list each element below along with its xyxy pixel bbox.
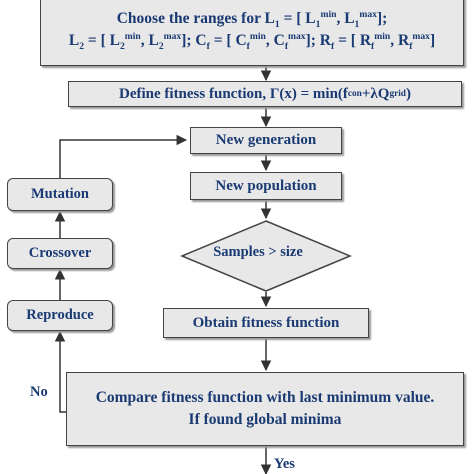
- no-label: No: [30, 384, 48, 400]
- samples-check-label: Samples > size: [213, 244, 303, 260]
- crossover-box: Crossover: [7, 238, 113, 269]
- arrow-compare-no: [54, 330, 66, 413]
- samples-check-diamond: [180, 220, 352, 292]
- yes-label: Yes: [274, 456, 295, 472]
- mutation-box: Mutation: [7, 178, 113, 211]
- compare-line-2: If found global minima: [188, 411, 342, 428]
- new-population-box: New population: [190, 172, 342, 200]
- arrow-mutation-to-generation: [59, 134, 188, 178]
- new-generation-box: New generation: [190, 127, 342, 154]
- ranges-line-2: L2 = [ L2min, L2max]; Cf = [ Cfmin, Cfma…: [68, 30, 436, 53]
- reproduce-box: Reproduce: [7, 300, 113, 331]
- compare-box: Compare fitness function with last minim…: [66, 372, 464, 446]
- ranges-line-1: Choose the ranges for L1 = [ L1min, L1ma…: [116, 8, 388, 31]
- ranges-box: Choose the ranges for L1 = [ L1min, L1ma…: [40, 0, 464, 66]
- compare-line-1: Compare fitness function with last minim…: [95, 389, 435, 406]
- obtain-fitness-box: Obtain fitness function: [163, 308, 369, 338]
